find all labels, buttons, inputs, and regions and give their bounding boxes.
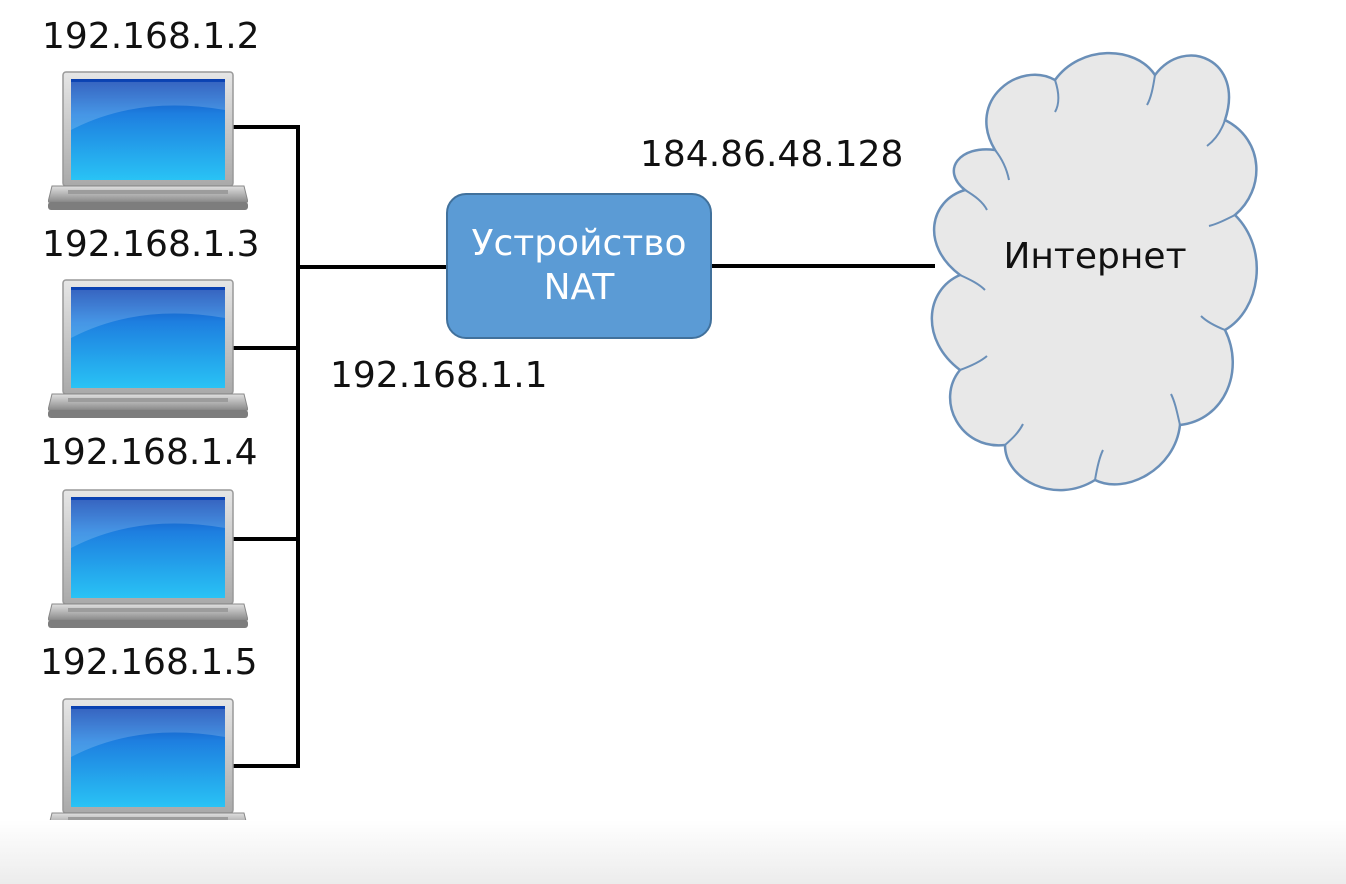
laptop-icon [48, 71, 248, 210]
internet-label: Интернет [1003, 236, 1187, 277]
laptop-icon [48, 279, 248, 418]
nat-inside-ip-label: 192.168.1.1 [330, 355, 548, 396]
nat-outside-ip-label: 184.86.48.128 [640, 134, 904, 175]
nat-device: Устройство NAT [446, 193, 712, 339]
host-ip-label: 192.168.1.3 [42, 224, 260, 265]
nat-device-label-line2: NAT [543, 267, 615, 308]
host-ip-label: 192.168.1.2 [42, 16, 260, 57]
bottom-fade [0, 820, 1346, 884]
laptop-icon [48, 489, 248, 628]
laptop-icon [48, 698, 248, 837]
host-ip-label: 192.168.1.5 [40, 642, 258, 683]
nat-device-label-line1: Устройство [471, 223, 687, 264]
internet-cloud-icon [930, 51, 1258, 492]
host-ip-label: 192.168.1.4 [40, 432, 258, 473]
